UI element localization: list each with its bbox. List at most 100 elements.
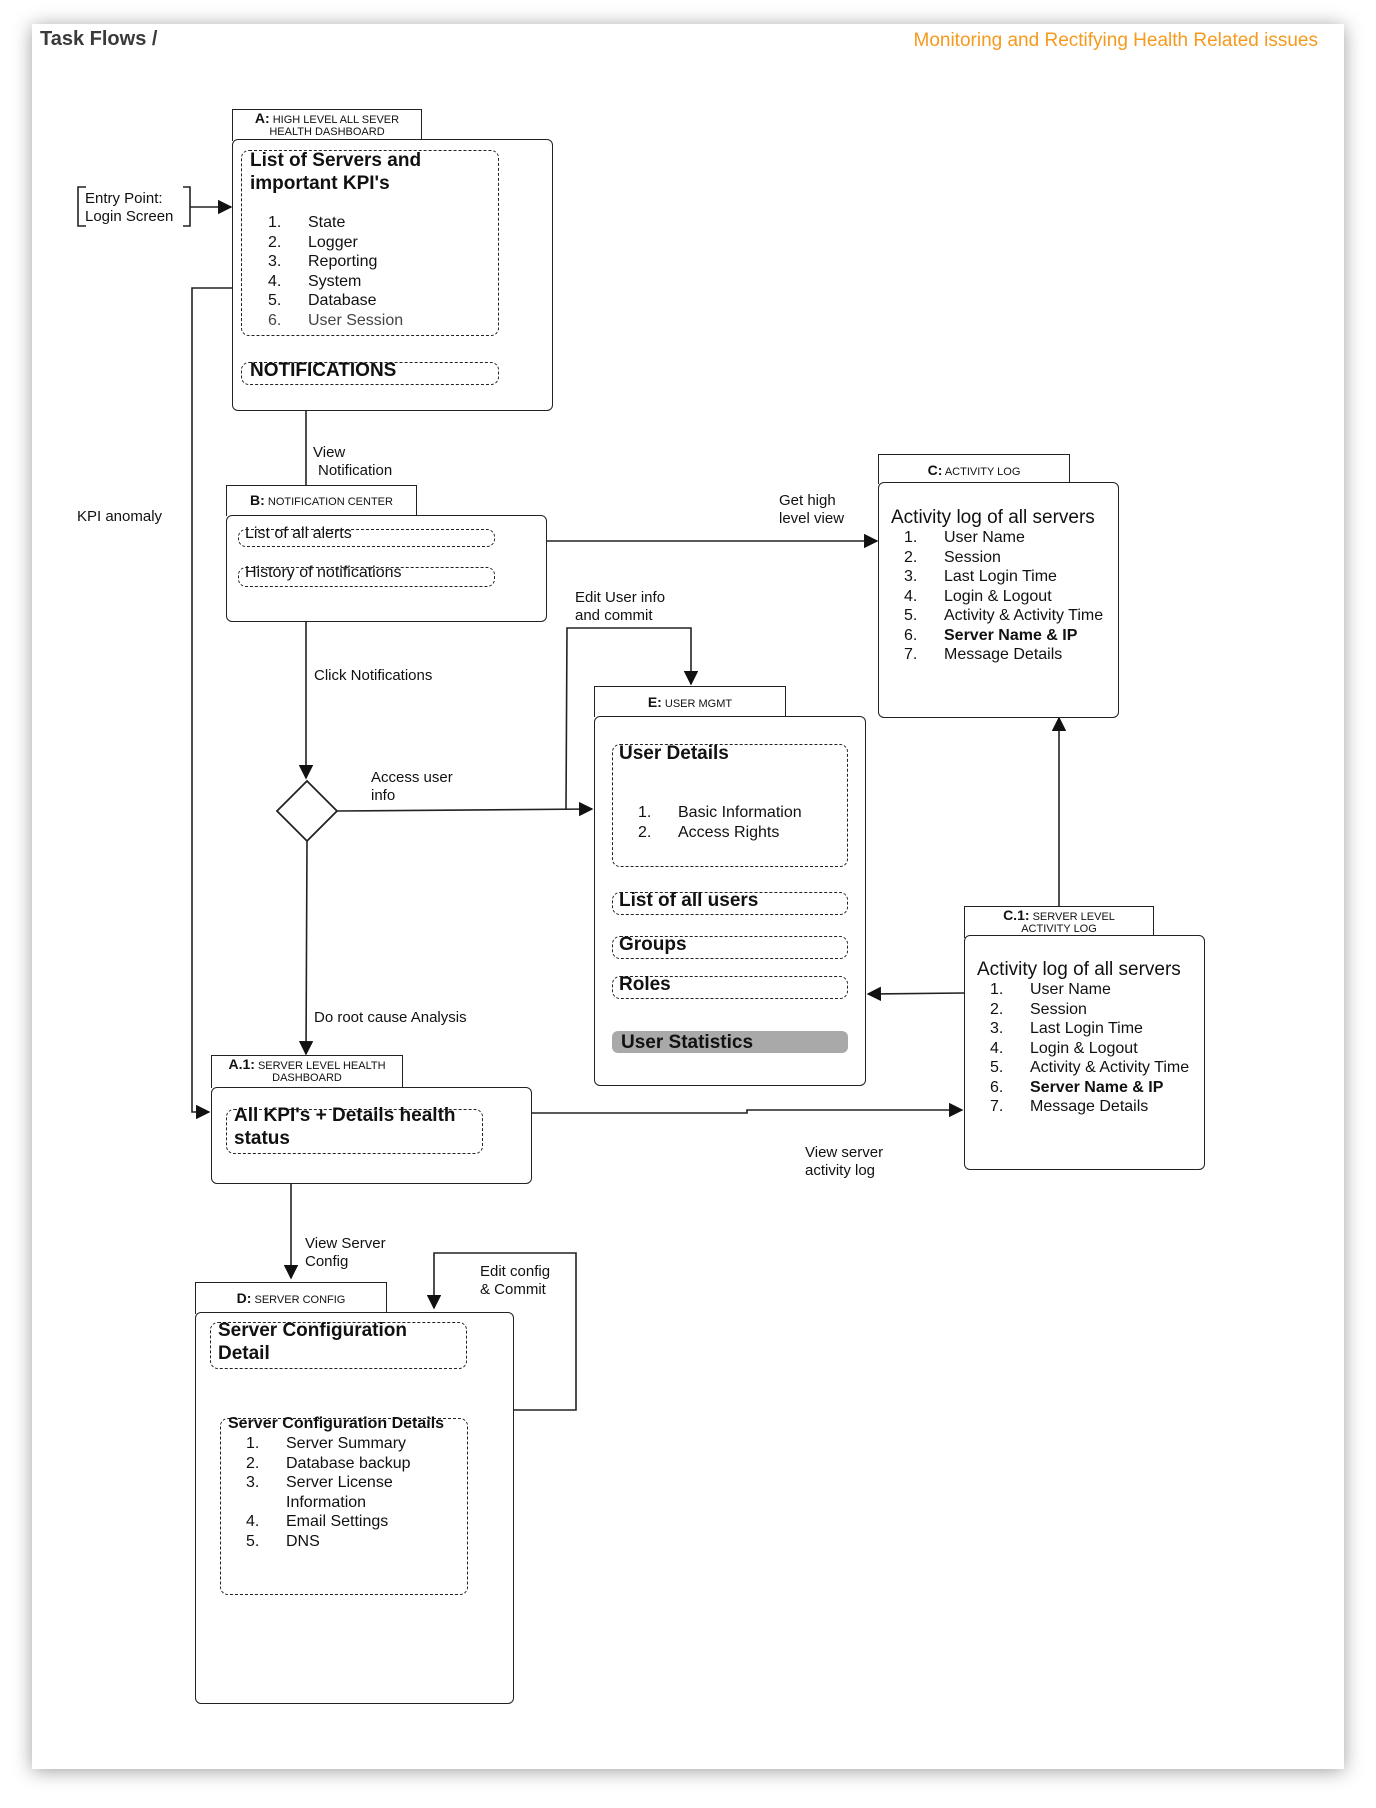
list-item: 4.Email Settings bbox=[246, 1512, 466, 1532]
edge-label-access-user: Access user info bbox=[371, 769, 453, 805]
user-statistics-bar[interactable] bbox=[612, 1031, 848, 1053]
entry-point-line2: Login Screen bbox=[85, 208, 174, 225]
item-number: 5. bbox=[904, 607, 918, 624]
item-number: 1. bbox=[268, 214, 282, 231]
item-number: 4. bbox=[990, 1039, 1004, 1057]
item-label: Last Login Time bbox=[944, 568, 1057, 585]
item-label: User Name bbox=[1030, 981, 1111, 998]
list-item: 6.User Session bbox=[268, 311, 488, 331]
item-number: 7. bbox=[904, 646, 918, 663]
list-item: 2.Access Rights bbox=[638, 823, 838, 843]
item-label: Basic Information bbox=[678, 804, 802, 821]
list-item: 2.Database backup bbox=[246, 1454, 466, 1474]
item-number: 6. bbox=[904, 626, 918, 644]
screen-d-tab: D: SERVER CONFIG bbox=[195, 1282, 387, 1314]
list-item: 7.Message Details bbox=[990, 1097, 1202, 1117]
screen-c1-box[interactable] bbox=[964, 935, 1205, 1170]
item-label: User Session bbox=[308, 311, 404, 329]
screen-a1-box[interactable] bbox=[211, 1087, 532, 1184]
screen-c-box[interactable] bbox=[878, 482, 1119, 718]
screen-b-tab-label: NOTIFICATION CENTER bbox=[267, 496, 393, 508]
kpi-details-panel bbox=[226, 1109, 483, 1154]
screen-b-id: B: bbox=[250, 492, 265, 508]
edge-edit-user bbox=[565, 627, 699, 810]
list-item: 5.Database bbox=[268, 291, 488, 311]
server-kpi-heading-line1: List of Servers and bbox=[250, 150, 422, 171]
screen-a-box[interactable] bbox=[232, 139, 553, 411]
item-label: Database bbox=[308, 292, 377, 309]
server-config-panel bbox=[210, 1322, 467, 1369]
list-item: 2. Session bbox=[990, 1000, 1202, 1020]
list-item: 1.Server Summary bbox=[246, 1434, 466, 1454]
screen-a1-tab: A.1: SERVER LEVEL HEALTH DASHBOARD bbox=[211, 1055, 403, 1088]
item-number bbox=[246, 1493, 286, 1513]
item-number: 3. bbox=[904, 568, 918, 585]
screen-a-id: A: bbox=[254, 110, 270, 126]
entry-point-line1: Entry Point: bbox=[85, 190, 163, 207]
item-number: 2. bbox=[990, 1000, 1004, 1018]
item-label: Server License bbox=[286, 1474, 393, 1491]
item-label: Session bbox=[1030, 1000, 1087, 1018]
item-number: 2. bbox=[638, 823, 652, 841]
screen-d-box[interactable] bbox=[195, 1312, 514, 1704]
screen-c1-tab-label-1: SERVER LEVEL bbox=[1032, 911, 1115, 923]
edge-decision-to-e bbox=[336, 801, 594, 817]
user-list-panel[interactable] bbox=[612, 892, 848, 915]
server-kpi-heading-line2: important KPI's bbox=[250, 173, 390, 194]
notification-history-panel[interactable] bbox=[238, 567, 495, 587]
notifications-panel[interactable] bbox=[241, 362, 499, 385]
screen-e-id: E: bbox=[647, 694, 662, 710]
list-item: 1.User Name bbox=[904, 528, 1116, 548]
item-label: Activity & Activity Time bbox=[1030, 1059, 1190, 1076]
edge-label-edit-user: Edit User info and commit bbox=[575, 589, 665, 625]
item-label: Logger bbox=[308, 233, 358, 251]
server-kpi-heading: List of Servers and important KPI's bbox=[250, 149, 421, 195]
item-label: Information bbox=[286, 1493, 367, 1511]
notifications-label: NOTIFICATIONS bbox=[250, 360, 397, 381]
alerts-list-label: List of all alerts bbox=[245, 525, 352, 542]
user-details-panel[interactable] bbox=[612, 744, 848, 867]
item-number: 3. bbox=[268, 253, 282, 270]
item-label: Session bbox=[944, 548, 1001, 566]
item-label: Login & Logout bbox=[1030, 1039, 1138, 1057]
entry-bracket bbox=[77, 186, 86, 227]
edge-a1-to-c1 bbox=[531, 1102, 964, 1118]
edge-label-line: info bbox=[371, 787, 396, 804]
roles-panel[interactable] bbox=[612, 976, 848, 999]
item-number: 1. bbox=[246, 1435, 260, 1452]
user-statistics-label: User Statistics bbox=[621, 1032, 754, 1053]
edge-label-view-server-log: View server activity log bbox=[805, 1144, 883, 1180]
edge-label-kpi-anomaly: KPI anomaly bbox=[77, 508, 163, 525]
list-item: 2. Session bbox=[904, 548, 1116, 568]
item-number: 4. bbox=[268, 272, 282, 290]
list-item: 3. Server License bbox=[246, 1473, 466, 1493]
notification-history-label: History of notifications bbox=[245, 564, 402, 581]
edge-label-line: & Commit bbox=[480, 1281, 546, 1298]
list-item: 3. Last Login Time bbox=[904, 567, 1116, 587]
item-number: 3. bbox=[246, 1474, 260, 1491]
item-number: 2. bbox=[904, 548, 918, 566]
alerts-list-panel[interactable] bbox=[238, 529, 495, 547]
server-kpi-panel bbox=[241, 150, 499, 336]
screen-a1-id: A.1: bbox=[228, 1056, 255, 1072]
item-label: Message Details bbox=[1030, 1098, 1149, 1115]
list-item: 1.State bbox=[268, 213, 488, 233]
item-label: Reporting bbox=[308, 253, 378, 270]
list-item: 6.Server Name & IP bbox=[990, 1078, 1202, 1098]
item-number: 2. bbox=[268, 233, 282, 251]
list-item: 4. Login & Logout bbox=[990, 1039, 1202, 1059]
config-details-list: 1.Server Summary 2.Database backup 3. Ser… bbox=[246, 1434, 466, 1551]
server-activity-log-heading: Activity log of all servers bbox=[977, 959, 1181, 980]
screen-d-tab-label: SERVER CONFIG bbox=[254, 1294, 346, 1306]
screen-a-tab: A: HIGH LEVEL ALL SEVER HEALTH DASHBOARD bbox=[232, 109, 422, 141]
groups-panel[interactable] bbox=[612, 936, 848, 959]
list-item: Information bbox=[246, 1493, 466, 1513]
item-label: DNS bbox=[286, 1532, 320, 1550]
list-item: 3.Last Login Time bbox=[990, 1019, 1202, 1039]
config-details-panel[interactable] bbox=[220, 1418, 468, 1595]
edge-kpi-anomaly bbox=[191, 287, 241, 1120]
user-details-heading: User Details bbox=[619, 743, 729, 764]
edge-label-line: level view bbox=[779, 510, 845, 527]
screen-e-box[interactable] bbox=[594, 716, 866, 1086]
